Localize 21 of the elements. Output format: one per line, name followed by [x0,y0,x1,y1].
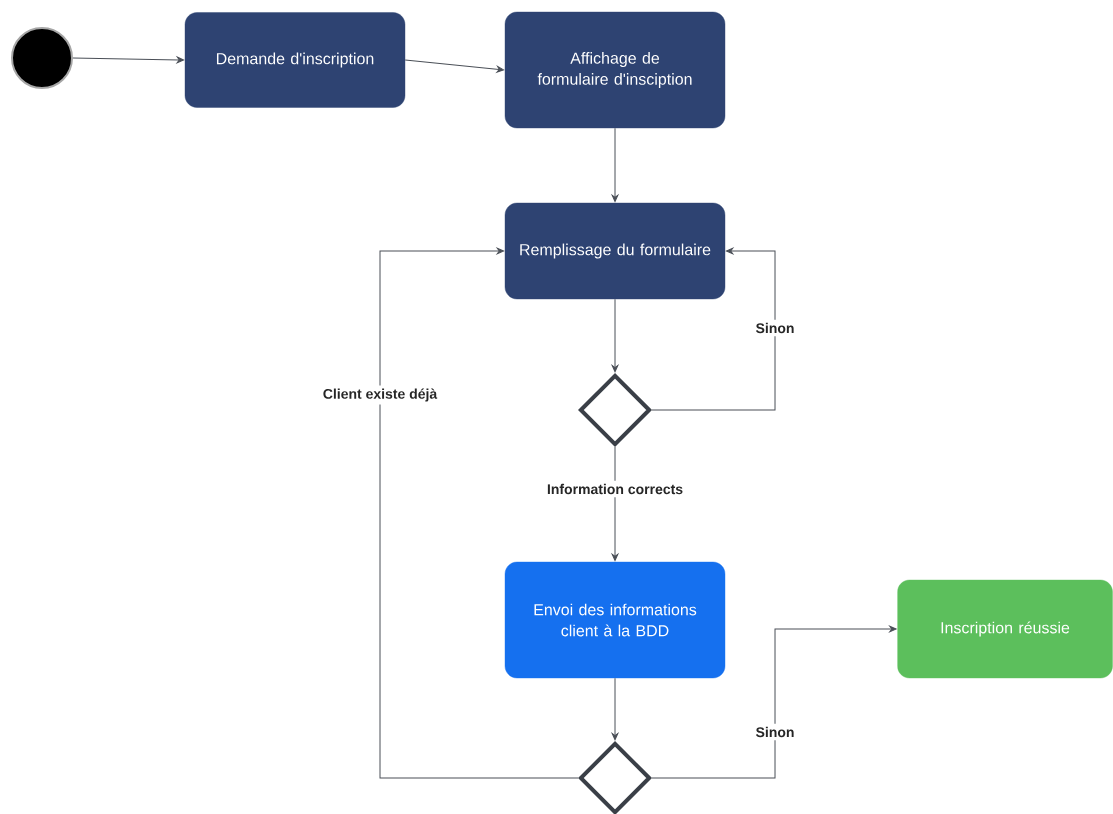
decision-diamond [578,373,652,447]
arrow [611,446,619,562]
arrow [72,56,185,64]
arrow [611,127,619,203]
process-box: Affichage de formulaire d'insciption [504,11,726,129]
edge-label: Sinon [752,319,798,337]
edge-label: Client existe déjà [319,385,441,405]
edge-label: Sinon [752,723,798,741]
process-box: Inscription réussie [897,579,1113,679]
arrow [404,59,505,73]
arrow [651,625,897,779]
process-box: Envoi des informations client à la BDD [504,561,726,679]
decision-diamond [578,741,652,814]
process-box: Demande d'inscription [184,12,406,108]
start-circle [11,27,73,89]
edge-label: Information corrects [543,480,687,498]
arrow [611,298,619,373]
arrow [379,247,579,779]
process-box: Remplissage du formulaire [504,202,726,300]
arrow [611,677,619,741]
arrow [651,247,776,411]
